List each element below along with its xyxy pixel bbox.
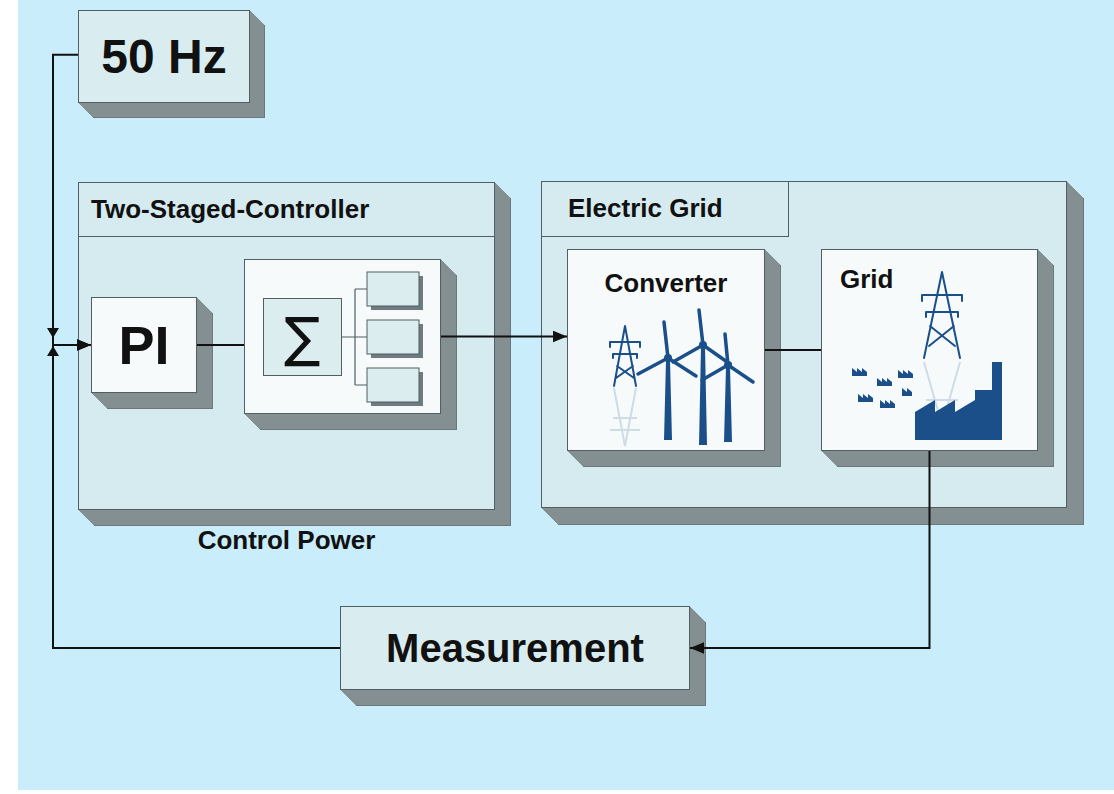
box-label: 50 Hz [101, 29, 226, 84]
connector-arrow [53, 55, 91, 345]
junction-arrowhead [47, 328, 59, 338]
measurement-box: Measurement [340, 606, 690, 690]
sum-block: ∑ [244, 259, 441, 414]
reference-box: 50 Hz [78, 10, 250, 103]
box-label: Measurement [386, 626, 644, 671]
connector-arrow [765, 349, 821, 351]
converter-box: Converter [567, 249, 765, 451]
controller-panel: PI ∑Two-Staged-ControllerControl Power [78, 182, 495, 510]
box-label: ∑ [263, 298, 342, 376]
connector-arrow [197, 344, 244, 346]
box-label: Converter [605, 268, 728, 299]
box-label: Electric Grid [542, 182, 789, 237]
box-label: Two-Staged-Controller [79, 183, 494, 237]
panel-caption: Control Power [79, 525, 494, 556]
grid-panel: Converter Grid Electric Grid [541, 181, 1067, 508]
connector-arrow [53, 345, 340, 648]
pi-block: PI [91, 297, 197, 393]
grid-box: Grid [821, 249, 1038, 451]
box-label: Grid [840, 264, 1019, 295]
box-label: PI [118, 314, 169, 376]
connector-arrow [690, 451, 930, 648]
connector-arrow [441, 336, 567, 338]
junction-arrowhead [47, 346, 59, 356]
